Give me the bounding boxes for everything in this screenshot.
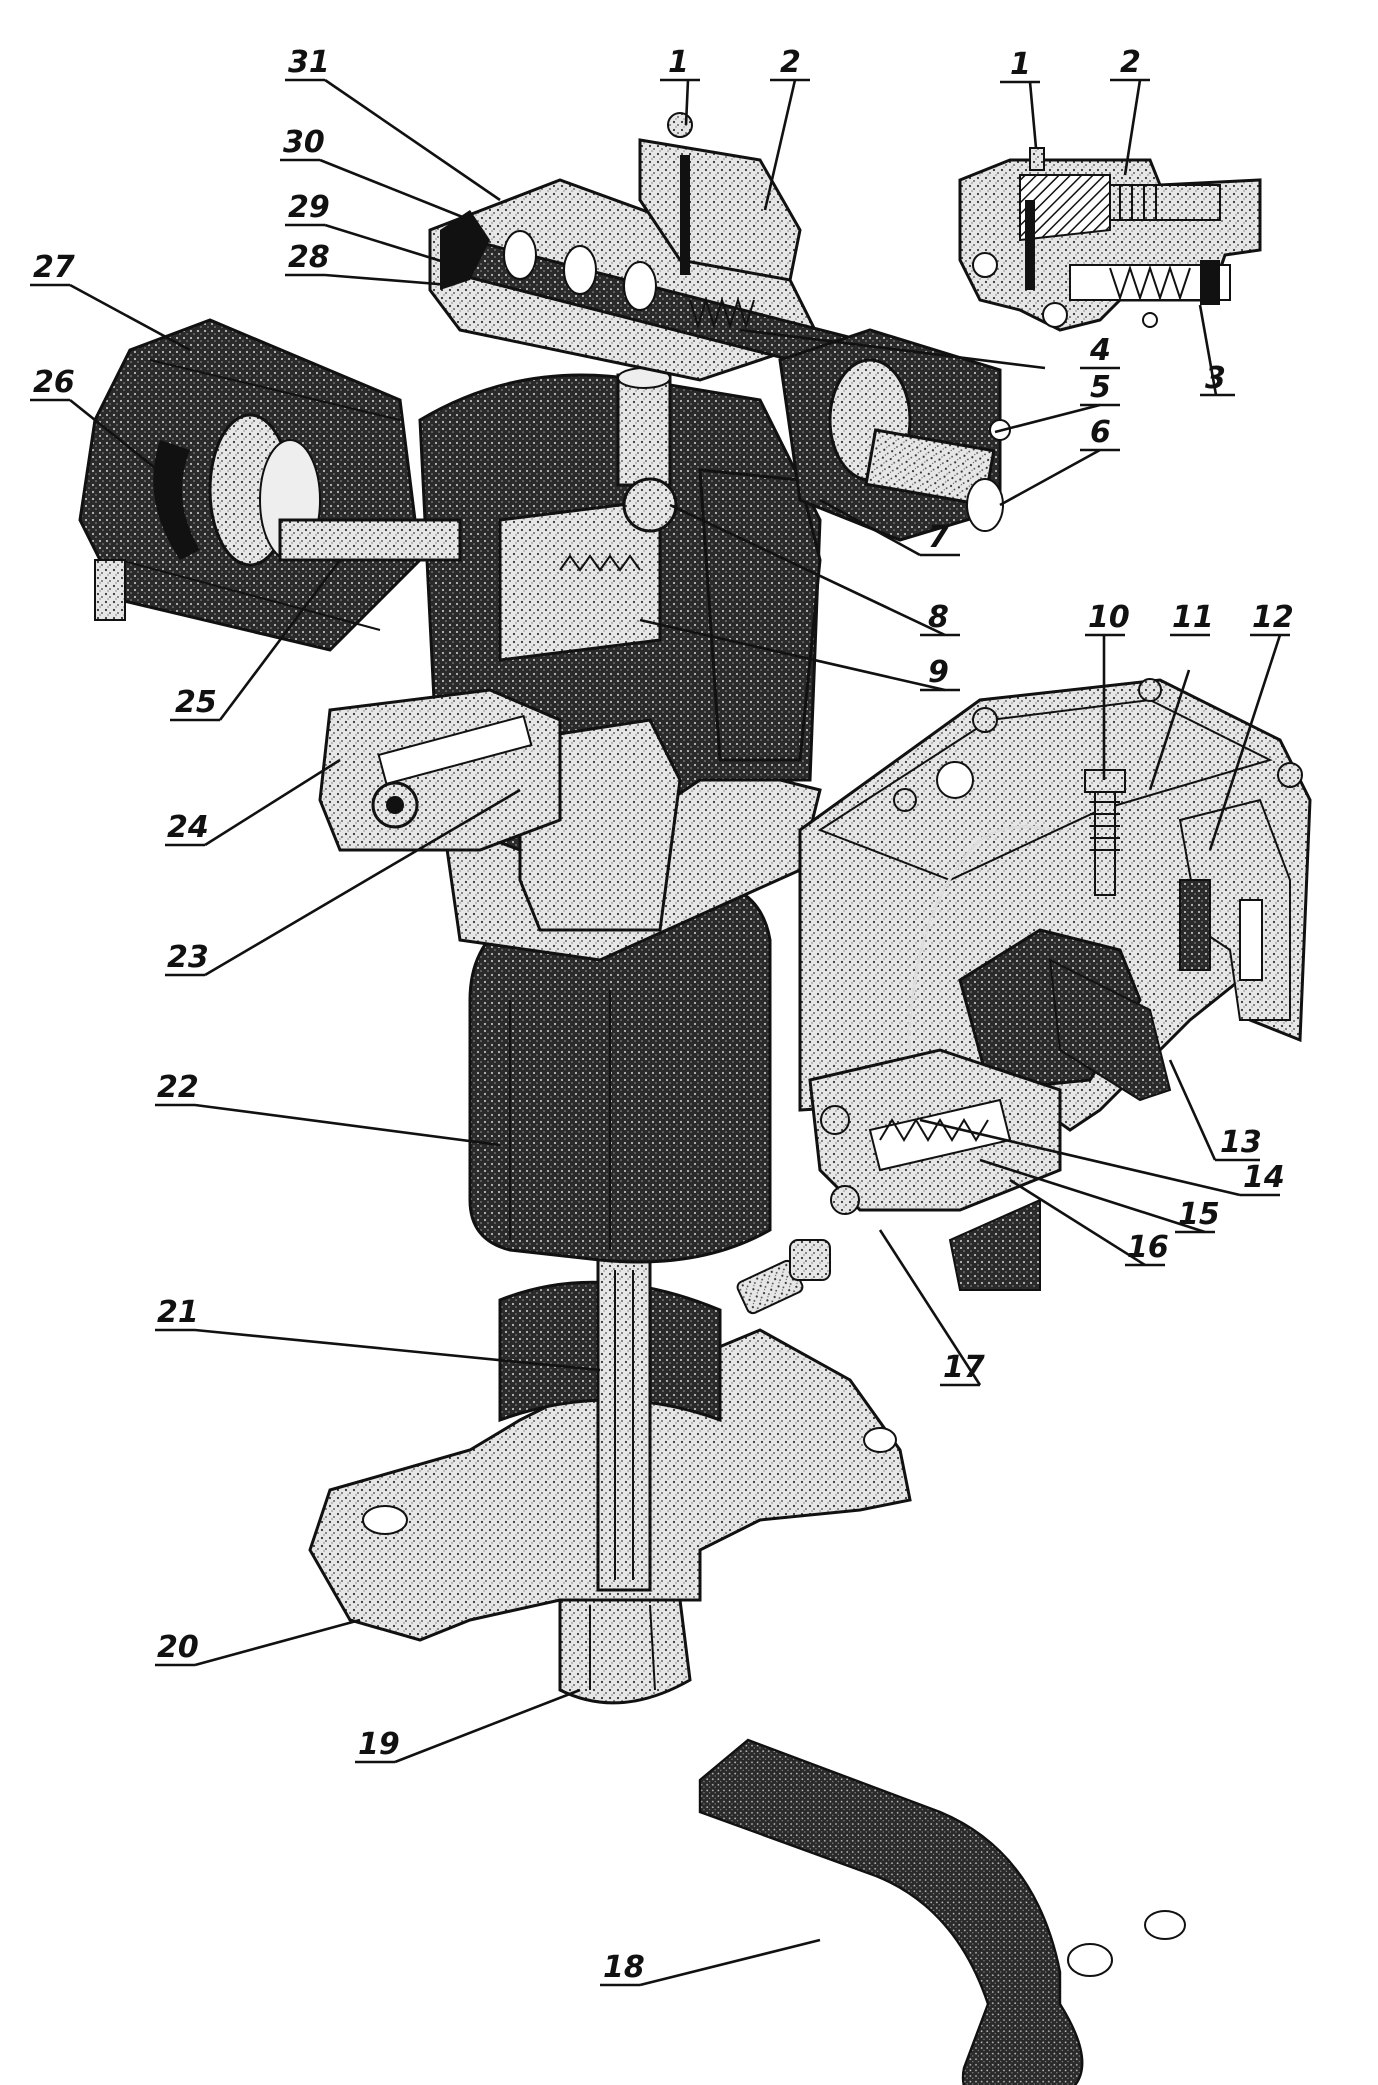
steering-arm <box>698 1738 1186 2085</box>
callout-22: 22 <box>157 1070 199 1105</box>
callout-10: 10 <box>1088 600 1130 635</box>
callout-labels: 1 2 3 4 5 6 7 8 9 10 11 12 13 14 15 16 1… <box>33 45 1294 1985</box>
callout-17: 17 <box>943 1350 985 1385</box>
valve-housing-detail <box>798 678 1312 1291</box>
callout-12: 12 <box>1252 600 1294 635</box>
callout-8: 8 <box>928 600 949 635</box>
callout-28: 28 <box>288 240 330 275</box>
callout-2: 2 <box>780 45 801 80</box>
callout-9: 9 <box>928 655 949 690</box>
callout-16: 16 <box>1127 1230 1169 1265</box>
sector-shaft <box>596 1258 652 1592</box>
shaft-nut <box>558 1598 692 1705</box>
callout-13: 13 <box>1220 1125 1262 1160</box>
callout-27: 27 <box>33 250 75 285</box>
label-underlines <box>30 78 1290 1987</box>
callout-26: 26 <box>33 365 75 400</box>
callout-30: 30 <box>283 125 325 160</box>
callout-19: 19 <box>358 1727 400 1762</box>
inset-callout-2: 2 <box>1120 45 1141 80</box>
input-shaft-end <box>778 328 1011 542</box>
reaction-valve-block <box>318 688 562 852</box>
callout-1: 1 <box>668 45 689 80</box>
callout-6: 6 <box>1090 415 1111 450</box>
callout-21: 21 <box>157 1295 199 1330</box>
callout-25: 25 <box>175 685 217 720</box>
callout-23: 23 <box>167 940 209 975</box>
inset-valve-section <box>958 147 1262 332</box>
callout-31: 31 <box>288 45 330 80</box>
callout-20: 20 <box>157 1630 199 1665</box>
callout-18: 18 <box>603 1950 645 1985</box>
callout-29: 29 <box>288 190 330 225</box>
power-cylinder <box>78 318 462 652</box>
inset-callout-1: 1 <box>1010 47 1031 82</box>
grease-fitting <box>736 1239 831 1315</box>
callout-24: 24 <box>167 810 209 845</box>
callout-14: 14 <box>1243 1160 1285 1195</box>
leader-lines <box>69 78 1282 1987</box>
callout-7: 7 <box>928 520 949 555</box>
callout-4: 4 <box>1089 333 1111 368</box>
callout-5: 5 <box>1090 370 1111 405</box>
callout-15: 15 <box>1178 1197 1220 1232</box>
callout-3: 3 <box>1205 361 1226 396</box>
callout-11: 11 <box>1172 600 1214 635</box>
